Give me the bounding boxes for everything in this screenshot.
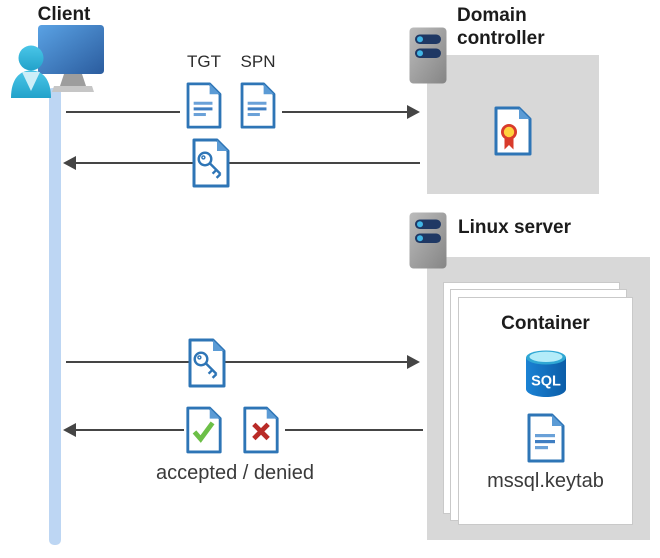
sql-icon-text: SQL	[531, 374, 561, 390]
linux-server-label: Linux server	[458, 217, 571, 238]
arrow-row3-head	[407, 355, 420, 369]
spn-document-icon	[238, 82, 278, 129]
tgt-label: TGT	[187, 52, 221, 71]
container-card: Container SQL mssql.keytab	[458, 297, 633, 525]
keytab-document-icon	[525, 412, 567, 464]
keytab-file-label: mssql.keytab	[487, 470, 604, 492]
accepted-denied-label: accepted / denied	[156, 462, 314, 484]
arrow-row1-line-left	[66, 111, 180, 113]
sql-database-icon: SQL	[524, 348, 568, 398]
server-icon	[408, 27, 448, 84]
client-monitor-user-icon	[10, 22, 112, 98]
domain-controller-label-line2: controller	[457, 28, 545, 49]
check-document-icon	[184, 406, 224, 454]
certificate-document-icon	[492, 106, 534, 156]
container-label: Container	[501, 313, 590, 334]
arrow-row2-line	[66, 162, 420, 164]
arrow-row4-head	[63, 423, 76, 437]
client-timeline	[49, 88, 61, 545]
tgt-document-icon	[184, 82, 224, 129]
domain-controller-label: Domain controller	[457, 4, 545, 50]
domain-controller-label-line1: Domain	[457, 5, 527, 26]
client-label: Client	[37, 4, 91, 25]
ticket-key-document-icon	[190, 138, 232, 188]
arrow-row2-head	[63, 156, 76, 170]
arrow-row3-line	[66, 361, 408, 363]
server-icon	[408, 212, 448, 269]
arrow-row4-line-right	[285, 429, 423, 431]
arrow-row1-head	[407, 105, 420, 119]
arrow-row4-line-left	[66, 429, 184, 431]
ticket-key-document-icon	[186, 338, 228, 388]
x-document-icon	[241, 406, 281, 454]
arrow-row1-line-right	[282, 111, 408, 113]
spn-label: SPN	[240, 52, 276, 71]
